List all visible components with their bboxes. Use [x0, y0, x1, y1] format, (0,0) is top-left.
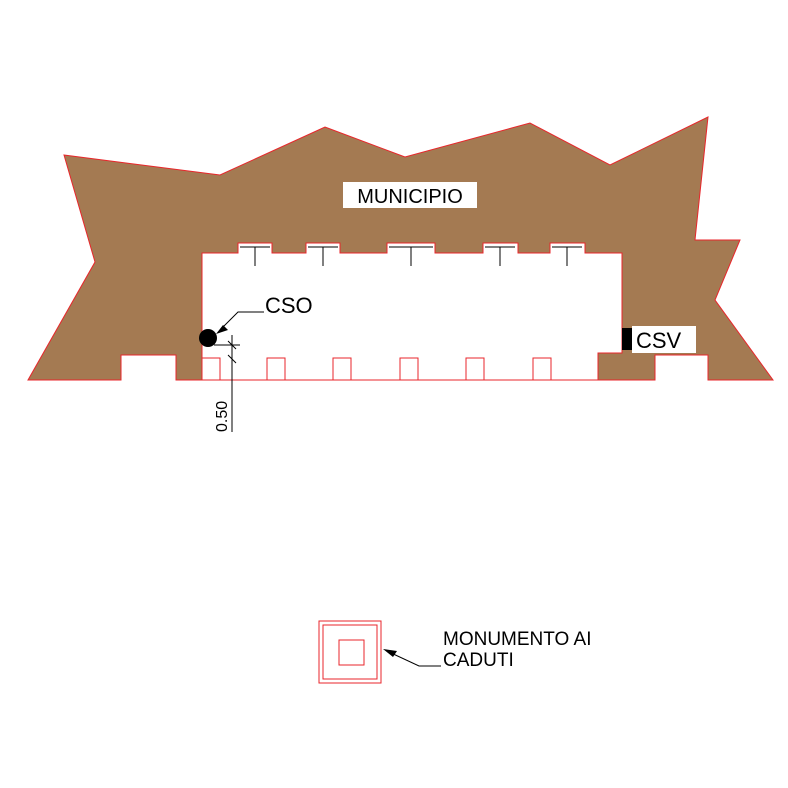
cso-label: CSO [265, 293, 313, 318]
monument-symbol [318, 620, 382, 684]
cso-marker-icon [199, 329, 217, 347]
top-markers [240, 246, 582, 266]
bottom-niches [201, 357, 552, 381]
csv-label-bg [632, 326, 696, 353]
monument-label-line1: MONUMENTO AI [443, 629, 592, 650]
dimension-marker [214, 335, 240, 432]
cso-leader-arrow-icon [216, 325, 228, 334]
monument-label-line2: CADUTI [443, 650, 514, 671]
municipio-label-bg [343, 182, 477, 208]
municipio-label: MUNICIPIO [357, 186, 463, 208]
cso-leader-line [221, 311, 264, 329]
building-mass [27, 116, 774, 381]
monument-leader-arrow-icon [383, 649, 397, 657]
dimension-value: 0.50 [214, 401, 231, 432]
csv-label: CSV [636, 328, 682, 353]
csv-marker-icon [622, 328, 632, 350]
monument-leader-line [388, 651, 441, 667]
